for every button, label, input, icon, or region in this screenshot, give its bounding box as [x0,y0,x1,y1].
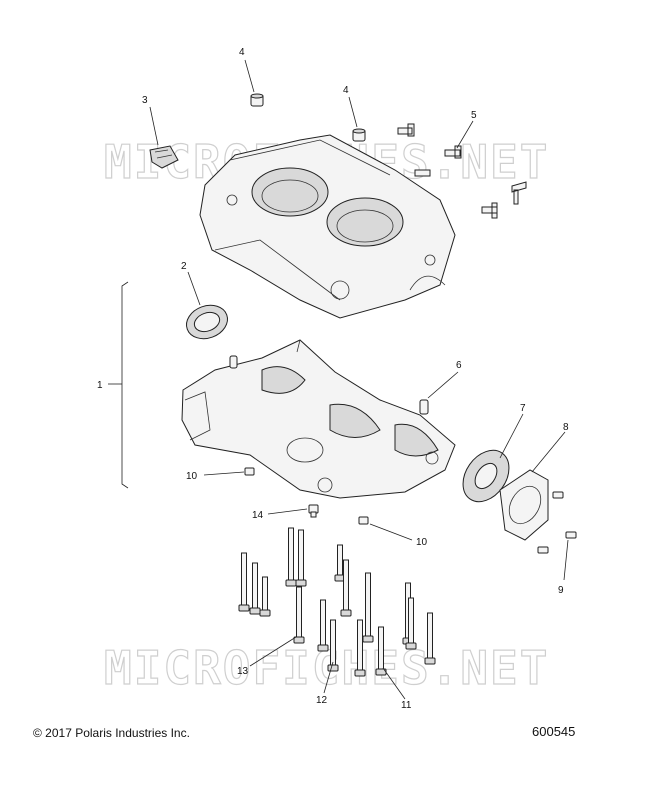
callout-13: 13 [237,666,249,677]
upper-crankcase [199,134,456,319]
screws-part-9 [537,491,577,554]
bolt [259,576,271,617]
callout-4b: 4 [343,85,349,96]
cover-plate-part-8 [499,469,549,541]
bolt [405,597,417,650]
bolt [424,612,436,665]
bolt [249,562,261,615]
callout-3: 3 [142,95,148,106]
callout-6: 6 [456,360,462,371]
bolt [317,599,329,652]
fittings-part-5 [397,123,527,219]
callout-2: 2 [181,261,187,272]
callout-7: 7 [520,403,526,414]
copyright-text: © 2017 Polaris Industries Inc. [33,726,190,740]
bolt [362,572,374,643]
bolt [285,527,297,587]
callout-8: 8 [563,422,569,433]
callout-labels: 1 2 3 4 4 5 6 7 8 9 10 10 11 12 13 14 [97,47,569,711]
dowel-part-10b [358,516,369,525]
diagram-number: 600545 [532,724,576,739]
leader-lines [108,59,569,700]
callout-10a: 10 [186,471,198,482]
callout-9: 9 [558,585,564,596]
bolt-set [238,527,436,677]
plug-part-4a [250,93,264,107]
seal-part-2 [186,304,228,340]
callout-5: 5 [471,110,477,121]
seal-ring-part-7 [462,449,510,503]
plug-part-4b [352,128,366,142]
sensor-part-3 [149,145,179,169]
lower-crankcase [181,339,456,499]
callout-12: 12 [316,695,328,706]
bolt [354,619,366,677]
bolt-part-14 [308,504,319,518]
callout-14: 14 [252,510,264,521]
dowel-part-10a [244,467,255,476]
callout-1: 1 [97,380,103,391]
bolt [375,626,387,676]
callout-11: 11 [401,700,412,711]
bolt [340,559,352,617]
bolt [293,586,305,644]
bolt [295,529,307,587]
callout-10b: 10 [416,537,428,548]
bolt [238,552,250,612]
dowel-part-6 [229,355,429,415]
callout-4a: 4 [239,47,245,58]
